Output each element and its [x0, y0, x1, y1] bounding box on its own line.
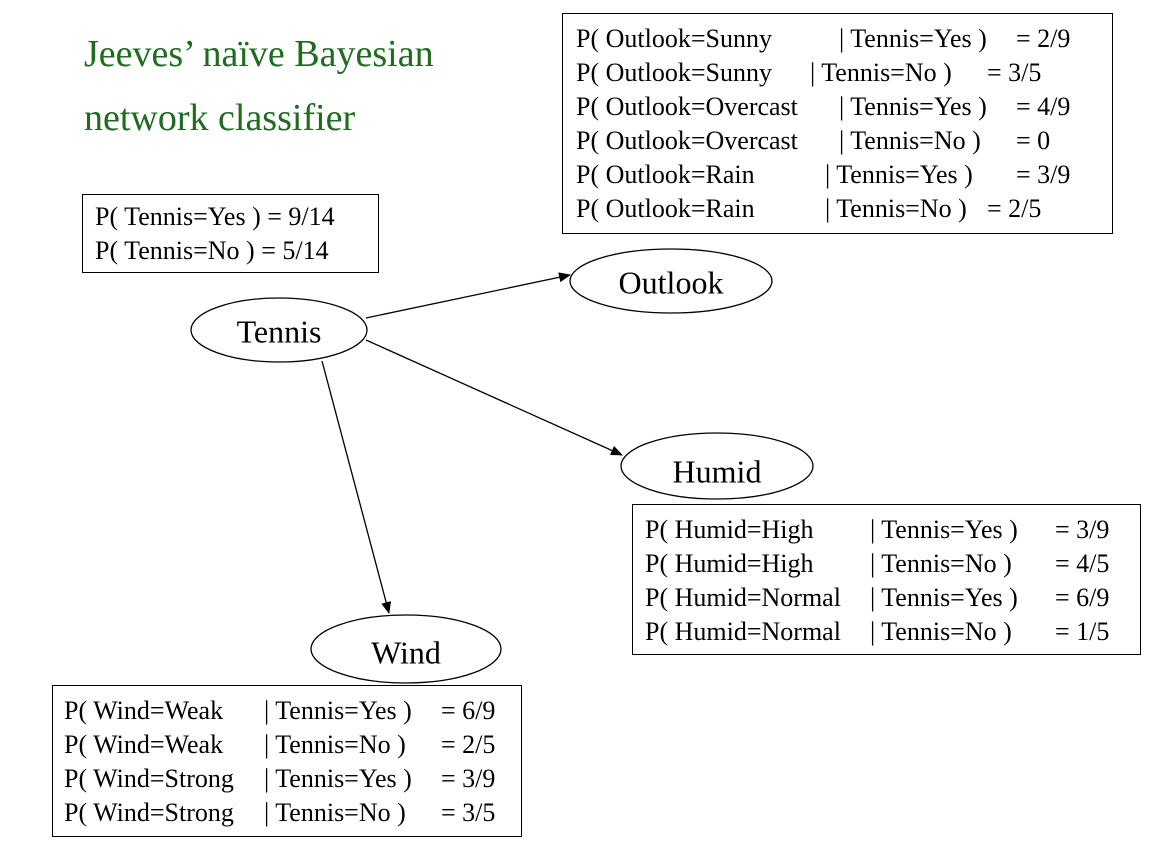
title-line-1: Jeeves’ naïve Bayesian	[84, 33, 434, 75]
title-line-2: network classifier	[84, 97, 356, 139]
table-row: P( Tennis=No ) = 5/14	[95, 234, 378, 268]
wind-cpt-table: P( Wind=Weak | Tennis=Yes ) = 6/9 P( Win…	[52, 685, 522, 837]
table-row: P( Outlook=Sunny | Tennis=Yes ) = 2/9	[576, 22, 1112, 56]
prior-cell: P( Tennis=Yes ) = 9/14	[95, 202, 335, 231]
table-row: P( Wind=Strong | Tennis=Yes ) = 3/9	[64, 762, 521, 796]
cpt-value: = 3/9	[441, 764, 496, 793]
cpt-value: = 2/5	[987, 194, 1042, 223]
edge-tennis-humid	[365, 339, 623, 456]
cpt-condition: P( Outlook=Rain	[576, 160, 755, 189]
cpt-given: | Tennis=No )	[825, 194, 967, 223]
cpt-condition: P( Outlook=Overcast	[576, 126, 798, 155]
node-wind-label: Wind	[371, 634, 441, 671]
cpt-value: = 4/9	[1016, 92, 1071, 121]
cpt-condition: P( Outlook=Rain	[576, 194, 755, 223]
humid-cpt-table: P( Humid=High | Tennis=Yes ) = 3/9 P( Hu…	[632, 504, 1141, 655]
cpt-condition: P( Humid=High	[645, 549, 814, 578]
cpt-value: = 2/9	[1016, 24, 1071, 53]
table-row: P( Outlook=Sunny | Tennis=No ) = 3/5	[576, 56, 1112, 90]
table-row: P( Outlook=Overcast | Tennis=Yes ) = 4/9	[576, 90, 1112, 124]
node-wind-ellipse	[310, 614, 502, 684]
table-row: P( Wind=Weak | Tennis=No ) = 2/5	[64, 728, 521, 762]
cpt-given: | Tennis=Yes )	[870, 583, 1018, 612]
table-row: P( Humid=Normal | Tennis=No ) = 1/5	[645, 615, 1140, 649]
table-row: P( Tennis=Yes ) = 9/14	[95, 200, 378, 234]
tennis-prior-table: P( Tennis=Yes ) = 9/14 P( Tennis=No ) = …	[82, 194, 379, 273]
cpt-given: | Tennis=No )	[839, 126, 981, 155]
cpt-given: | Tennis=No )	[264, 798, 406, 827]
table-row: P( Outlook=Rain | Tennis=Yes ) = 3/9	[576, 158, 1112, 192]
outlook-cpt-table: P( Outlook=Sunny | Tennis=Yes ) = 2/9 P(…	[562, 13, 1113, 234]
cpt-value: = 6/9	[1055, 583, 1110, 612]
cpt-condition: P( Humid=High	[645, 515, 814, 544]
edge-tennis-outlook	[365, 272, 571, 319]
table-row: P( Outlook=Overcast | Tennis=No ) = 0	[576, 124, 1112, 158]
cpt-given: | Tennis=No )	[870, 549, 1012, 578]
cpt-condition: P( Outlook=Sunny	[576, 24, 772, 53]
node-tennis-ellipse	[190, 297, 368, 363]
cpt-value: = 6/9	[441, 696, 496, 725]
cpt-given: | Tennis=Yes )	[870, 515, 1018, 544]
table-row: P( Outlook=Rain | Tennis=No ) = 2/5	[576, 192, 1112, 226]
cpt-condition: P( Outlook=Overcast	[576, 92, 798, 121]
edge-tennis-wind	[321, 360, 392, 614]
cpt-value: = 0	[1016, 126, 1051, 155]
cpt-condition: P( Wind=Strong	[64, 764, 234, 793]
cpt-value: = 4/5	[1055, 549, 1110, 578]
table-row: P( Wind=Weak | Tennis=Yes ) = 6/9	[64, 694, 521, 728]
cpt-condition: P( Outlook=Sunny	[576, 58, 772, 87]
cpt-value: = 2/5	[441, 730, 496, 759]
node-tennis-label: Tennis	[236, 313, 322, 350]
table-row: P( Humid=Normal | Tennis=Yes ) = 6/9	[645, 581, 1140, 615]
table-row: P( Humid=High | Tennis=No ) = 4/5	[645, 547, 1140, 581]
table-row: P( Humid=High | Tennis=Yes ) = 3/9	[645, 513, 1140, 547]
cpt-condition: P( Humid=Normal	[645, 583, 841, 612]
cpt-given: | Tennis=Yes )	[264, 696, 412, 725]
node-humid-label: Humid	[672, 453, 762, 490]
cpt-given: | Tennis=Yes )	[825, 160, 973, 189]
cpt-condition: P( Wind=Weak	[64, 696, 224, 725]
cpt-given: | Tennis=Yes )	[264, 764, 412, 793]
cpt-condition: P( Wind=Weak	[64, 730, 224, 759]
cpt-given: | Tennis=Yes )	[839, 24, 987, 53]
cpt-value: = 3/5	[441, 798, 496, 827]
prior-cell: P( Tennis=No ) = 5/14	[95, 236, 329, 265]
cpt-given: | Tennis=No )	[870, 617, 1012, 646]
cpt-condition: P( Humid=Normal	[645, 617, 841, 646]
slide-title: Jeeves’ naïve Bayesian network classifie…	[84, 22, 434, 150]
cpt-value: = 1/5	[1055, 617, 1110, 646]
node-humid-ellipse	[620, 432, 814, 500]
cpt-given: | Tennis=Yes )	[839, 92, 987, 121]
cpt-value: = 3/5	[987, 58, 1042, 87]
table-row: P( Wind=Strong | Tennis=No ) = 3/5	[64, 796, 521, 830]
node-outlook-label: Outlook	[618, 264, 724, 301]
cpt-given: | Tennis=No )	[810, 58, 952, 87]
cpt-value: = 3/9	[1055, 515, 1110, 544]
cpt-condition: P( Wind=Strong	[64, 798, 234, 827]
cpt-value: = 3/9	[1016, 160, 1071, 189]
cpt-given: | Tennis=No )	[264, 730, 406, 759]
